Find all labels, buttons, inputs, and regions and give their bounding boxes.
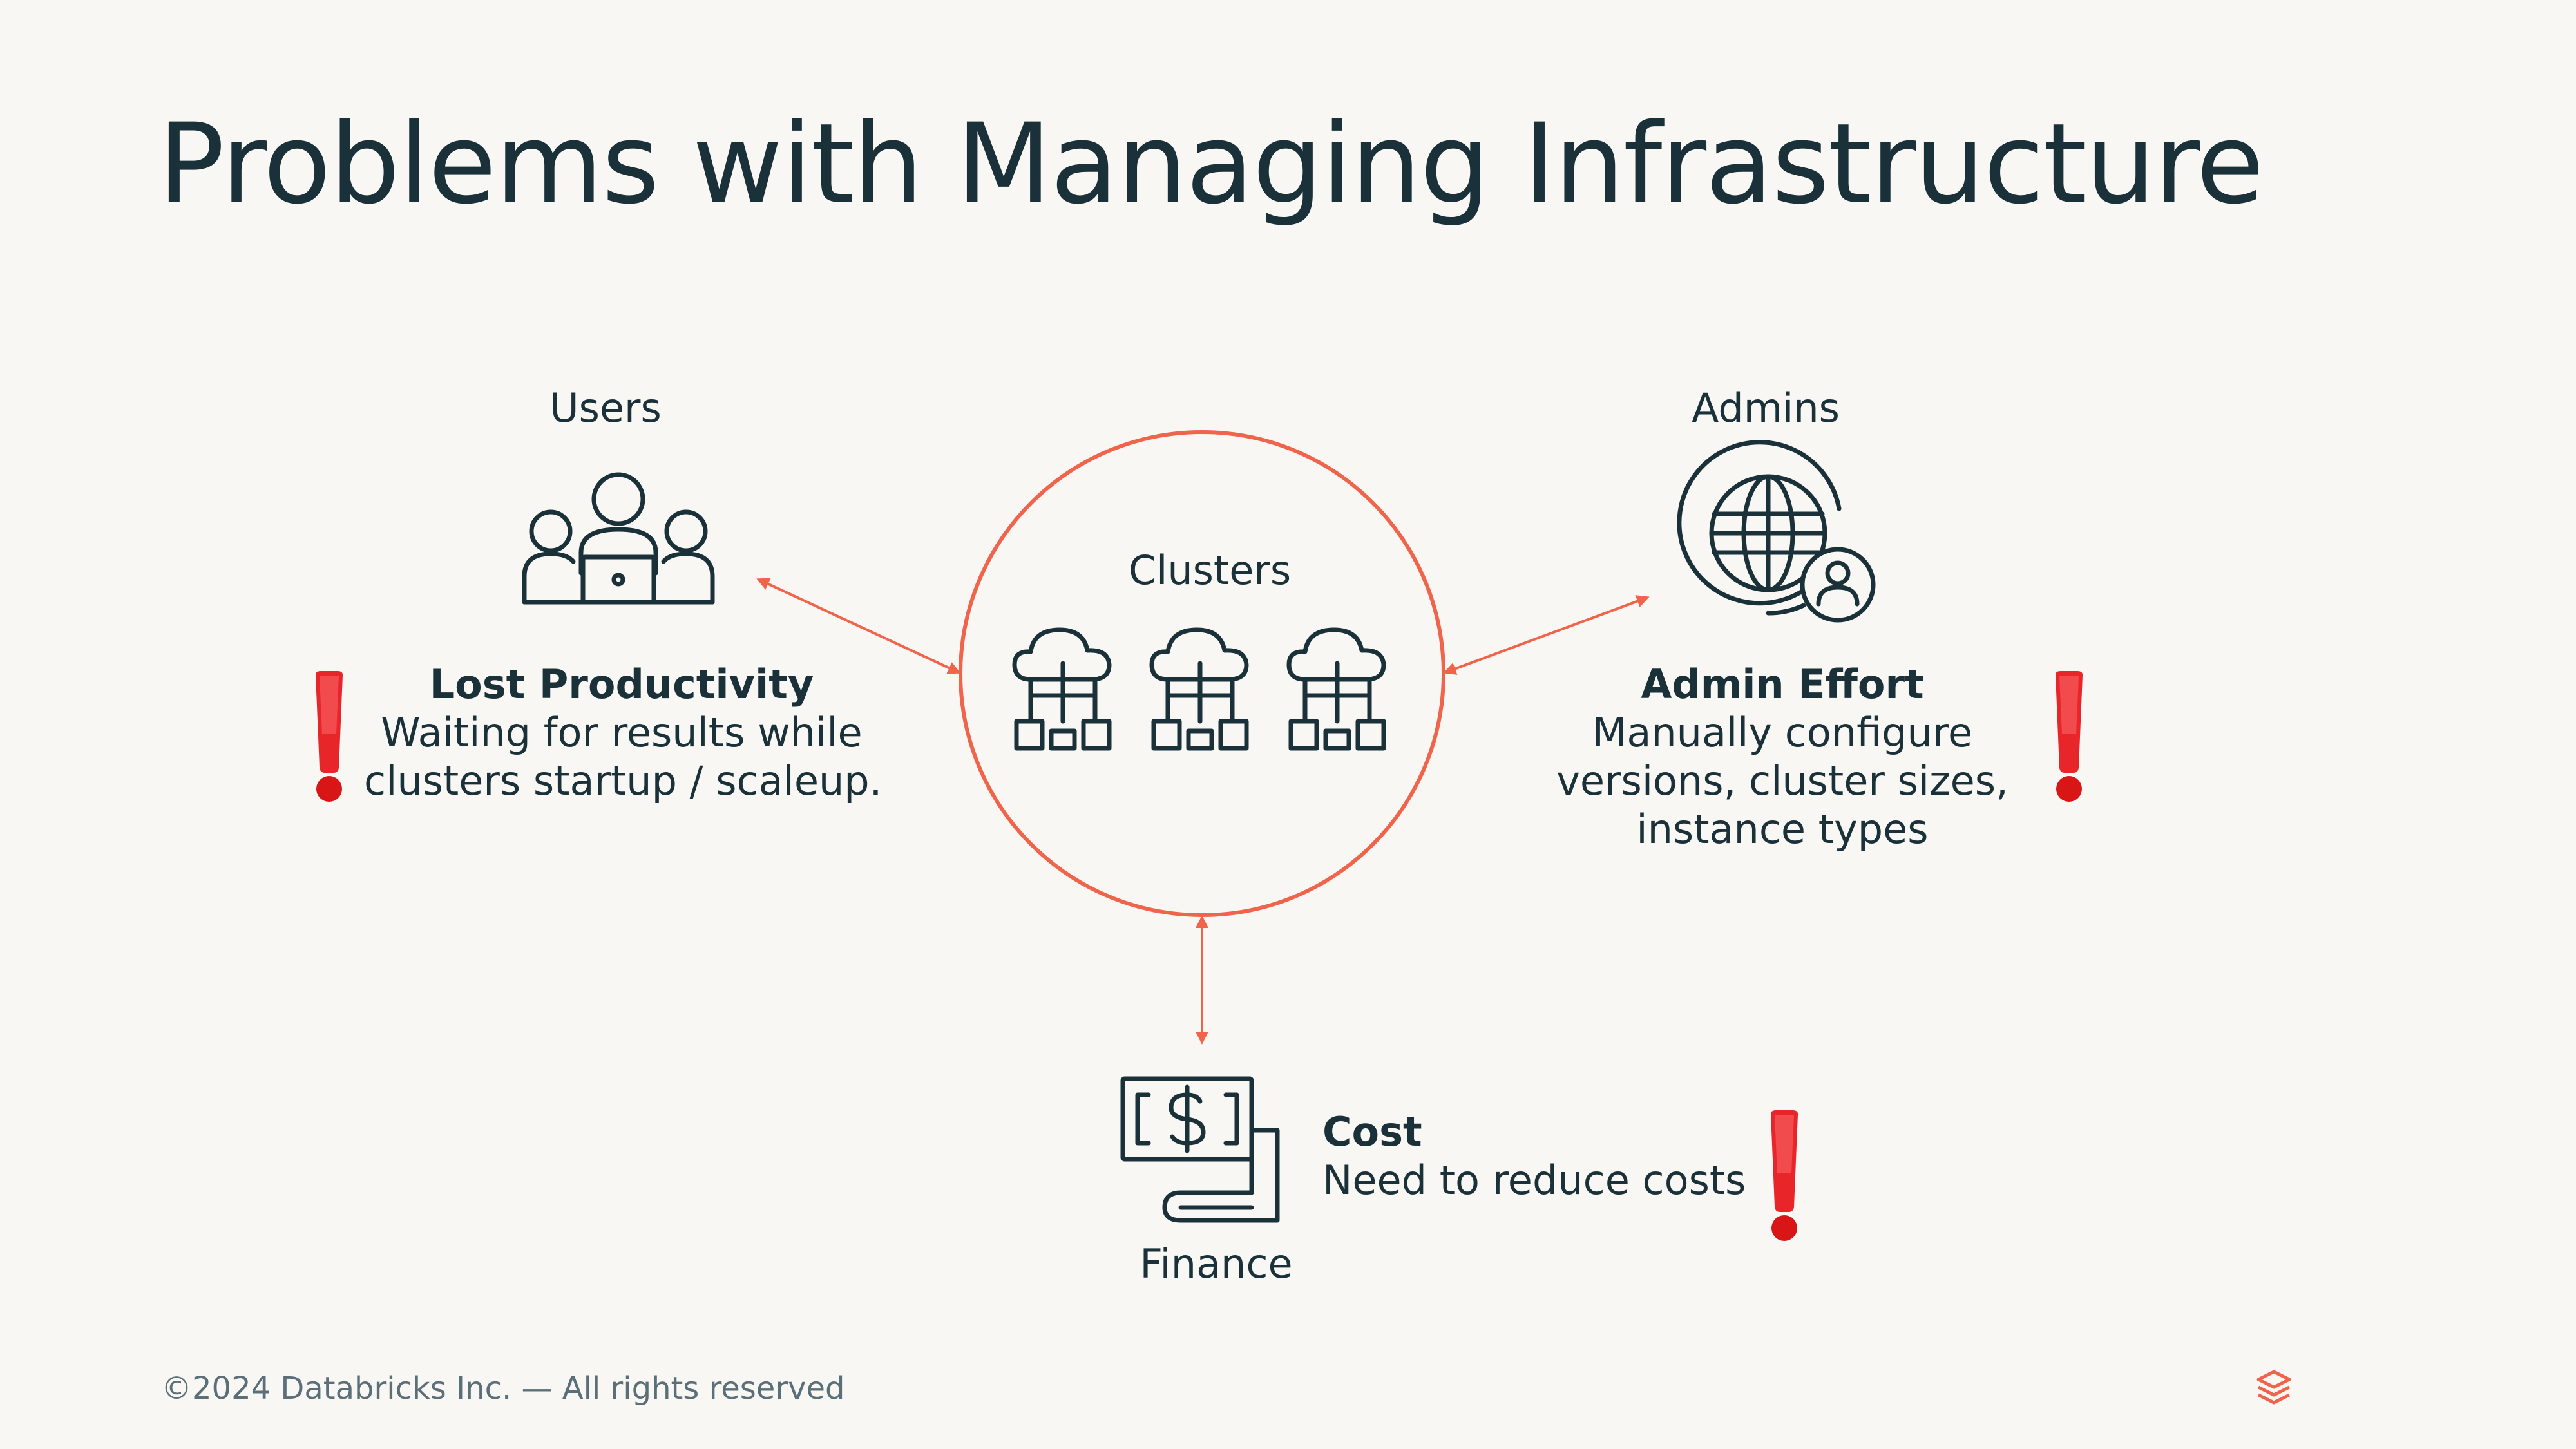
finance-alert-icon [1771, 1110, 1798, 1241]
finance-problem: Cost Need to reduce costs [1322, 1108, 1773, 1204]
clusters-label: Clusters [1128, 547, 1292, 594]
copyright-footer: ©2024 Databricks Inc. — All rights reser… [161, 1370, 845, 1406]
cloud-cluster-icon [1286, 627, 1386, 751]
globe-admin-icon [1677, 440, 1876, 623]
admins-label: Admins [1692, 384, 1840, 431]
databricks-logo-icon [2256, 1370, 2291, 1405]
money-bill-icon [1120, 1076, 1280, 1223]
admins-problem: Admin Effort Manually configure versions… [1525, 660, 2040, 853]
users-clusters-arrow [756, 578, 961, 674]
users-problem-line: clusters startup / scaleup. [364, 757, 883, 804]
finance-problem-title: Cost [1322, 1108, 1422, 1155]
admins-clusters-arrow [1443, 595, 1650, 675]
slide-title: Problems with Managing Infrastructure [158, 99, 2264, 229]
admins-problem-line: instance types [1636, 806, 1929, 853]
users-alert-icon [316, 671, 343, 802]
users-problem: Lost Productivity Waiting for results wh… [364, 660, 883, 805]
users-problem-title: Lost Productivity [429, 661, 814, 708]
admins-alert-icon [2056, 671, 2083, 802]
users-label: Users [549, 384, 662, 431]
users-laptop-icon [522, 472, 715, 605]
users-problem-line: Waiting for results while [381, 709, 863, 756]
cloud-cluster-icon [1012, 627, 1112, 751]
admins-problem-line: Manually configure [1592, 709, 1973, 756]
cloud-cluster-icon [1149, 627, 1249, 751]
admins-problem-title: Admin Effort [1641, 661, 1924, 708]
finance-problem-line: Need to reduce costs [1322, 1157, 1746, 1204]
admins-problem-line: versions, cluster sizes, [1556, 757, 2008, 804]
finance-label: Finance [1140, 1240, 1293, 1287]
